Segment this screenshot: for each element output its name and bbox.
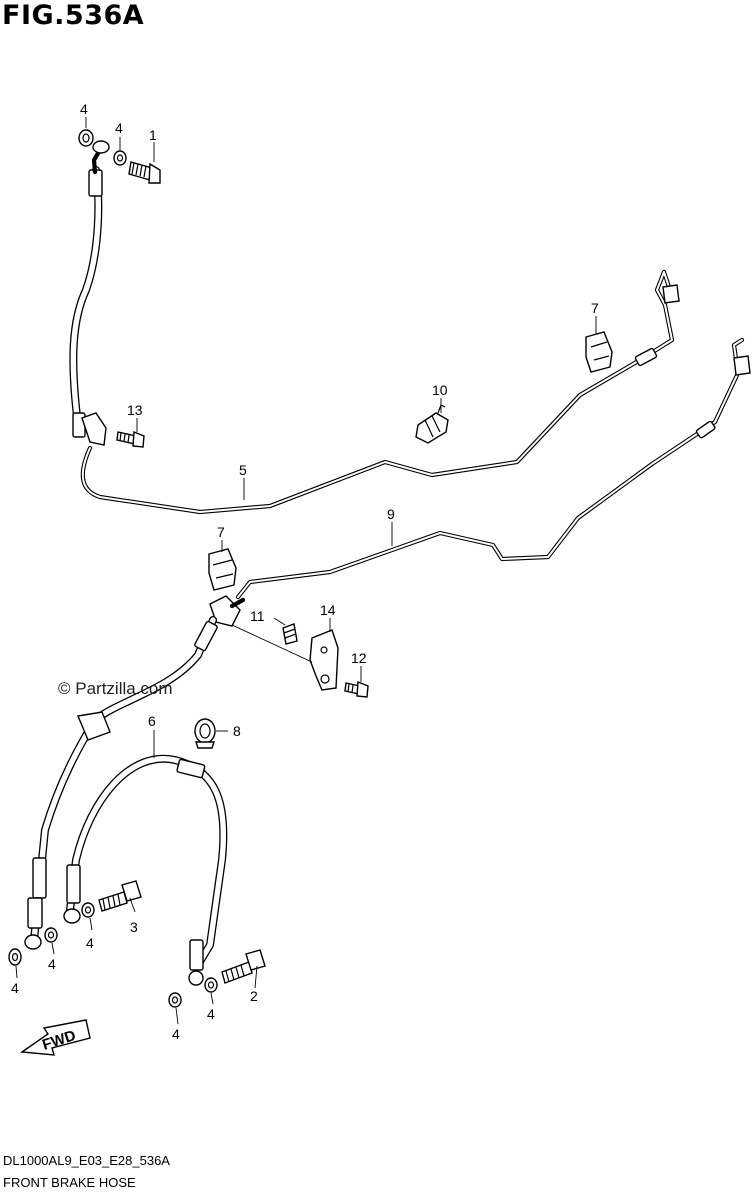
callout-3: 3 [130,919,138,935]
callout-8: 8 [233,723,241,739]
banjo-bolt-3[interactable] [98,880,142,912]
clamp-7-upper[interactable] [585,331,613,373]
callout-4: 4 [207,1006,215,1022]
banjo-bolt-1[interactable] [128,161,161,184]
washer-4-left-b[interactable] [44,927,58,943]
figure-code: DL1000AL9_E03_E28_536A [3,1153,170,1168]
washer-4-right-a[interactable] [168,992,182,1008]
callout-9: 9 [387,506,395,522]
washer-4-left-a[interactable] [8,948,22,966]
callout-10: 10 [432,382,448,398]
callout-2: 2 [250,988,258,1004]
callout-4: 4 [11,980,19,996]
clamp-8[interactable] [194,718,216,749]
watermark: © Partzilla.com [58,679,173,698]
lower-left-brake-hose[interactable] [24,616,218,950]
washer-4-mid-a[interactable] [81,902,95,918]
bolt-12[interactable] [344,680,369,698]
forward-direction-arrow: FWD [20,1019,91,1056]
callout-1: 1 [149,127,157,143]
callout-7: 7 [217,524,225,540]
washer-4-right-b[interactable] [204,977,218,993]
callout-4: 4 [86,935,94,951]
callout-4: 4 [48,956,56,972]
callout-4: 4 [115,120,123,136]
clamp-7-lower[interactable] [208,548,237,591]
washer-4-top-a[interactable] [78,129,94,147]
callout-13: 13 [127,402,143,418]
callout-6: 6 [148,713,156,729]
callout-11: 11 [250,608,265,624]
brake-pipe-5[interactable] [80,269,680,515]
upper-brake-hose[interactable] [69,140,110,446]
washer-4-top-b[interactable] [113,150,127,166]
leader-lines [15,117,597,1025]
figure-name: FRONT BRAKE HOSE [3,1175,136,1190]
clip-10[interactable] [415,404,449,444]
callout-4: 4 [80,101,88,117]
callout-4: 4 [172,1026,180,1042]
brake-pipe-9[interactable] [235,337,751,600]
bracket-14[interactable] [231,624,339,691]
callout-14: 14 [320,602,336,618]
bolt-13[interactable] [116,430,145,448]
callout-labels: 4 4 1 13 5 7 10 7 9 11 14 12 8 6 3 4 4 4… [11,101,599,1042]
callout-5: 5 [239,462,247,478]
brake-hose-6[interactable] [63,754,228,986]
callout-7: 7 [591,300,599,316]
callout-12: 12 [351,650,367,666]
banjo-bolt-2[interactable] [221,949,266,984]
bolt-11[interactable] [282,623,298,645]
figure-title: FIG.536A [2,0,145,31]
